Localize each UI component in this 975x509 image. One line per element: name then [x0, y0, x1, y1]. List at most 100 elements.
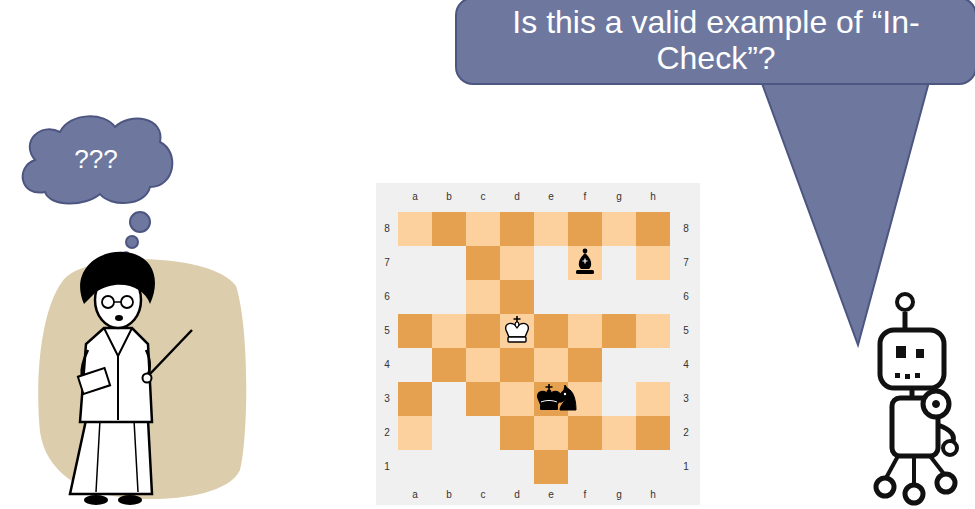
- board-coordinate: 2: [683, 428, 689, 438]
- robot-mouth: [915, 373, 920, 378]
- robot-antenna-ball: [897, 294, 913, 310]
- light-square: [534, 212, 568, 246]
- light-square: [466, 280, 500, 314]
- dark-square: [398, 314, 432, 348]
- robot-leg: [886, 456, 898, 478]
- knight-eye: [564, 393, 566, 395]
- board-coordinate: 1: [384, 462, 390, 472]
- skirt-fold: [96, 420, 138, 492]
- board-coordinate: 8: [384, 224, 390, 234]
- teacher-hair: [80, 252, 155, 304]
- board-coordinate: 7: [384, 258, 390, 268]
- robot-hand: [943, 441, 957, 455]
- board-coordinate: 4: [384, 360, 390, 370]
- king-head: [547, 390, 551, 396]
- board-coordinate: c: [481, 490, 486, 500]
- white-king: [506, 316, 529, 342]
- dark-square: [568, 348, 602, 382]
- dark-square: [500, 280, 534, 314]
- board-background: [376, 183, 700, 505]
- king-head: [515, 322, 519, 328]
- board-coordinate: f: [584, 192, 587, 202]
- bishop-base: [576, 270, 594, 274]
- board-coordinate: e: [548, 192, 554, 202]
- light-square: [466, 212, 500, 246]
- dark-square: [466, 246, 500, 280]
- light-square: [534, 416, 568, 450]
- board-coordinate: 3: [683, 394, 689, 404]
- dark-square: [466, 314, 500, 348]
- teacher-shoe: [118, 495, 142, 505]
- dark-square: [602, 314, 636, 348]
- teacher-glasses: [102, 296, 114, 308]
- black-bishop: [576, 249, 594, 274]
- light-square: [432, 314, 466, 348]
- robot-head: [880, 330, 944, 388]
- chess-board: [376, 183, 700, 505]
- dark-square: [432, 212, 466, 246]
- robot-antenna: [903, 312, 908, 330]
- jacket-collar: [104, 328, 132, 420]
- thought-cloud: ???: [15, 112, 177, 208]
- dark-square: [636, 416, 670, 450]
- board-coordinate: 1: [683, 462, 689, 472]
- board-coordinate: c: [481, 192, 486, 202]
- light-square: [568, 246, 602, 280]
- robot-face: [895, 346, 924, 379]
- board-coordinate: g: [616, 490, 622, 500]
- board-coordinate: d: [514, 490, 520, 500]
- cloud-shape: [23, 116, 173, 203]
- dark-square: [500, 416, 534, 450]
- black-king: [538, 384, 561, 410]
- light-square: [602, 212, 636, 246]
- robot-eye: [916, 349, 924, 358]
- board-coordinate: 4: [683, 360, 689, 370]
- board-coordinate: 5: [384, 326, 390, 336]
- robot-mouth: [895, 373, 900, 378]
- dark-square: [568, 212, 602, 246]
- dark-square: [534, 450, 568, 484]
- thought-text: ???: [74, 145, 117, 174]
- board-coordinate: h: [650, 192, 656, 202]
- bishop-mitre: [579, 253, 591, 269]
- teacher-glasses: [114, 301, 121, 303]
- board-coordinate: h: [650, 490, 656, 500]
- board-coordinate: d: [514, 192, 520, 202]
- light-square: [500, 246, 534, 280]
- light-square: [398, 212, 432, 246]
- board-coordinate: g: [616, 192, 622, 202]
- board-coordinate: a: [412, 490, 418, 500]
- board-coordinate: f: [584, 490, 587, 500]
- teacher-backdrop: [38, 259, 246, 499]
- robot-gear-hub: [933, 401, 940, 408]
- robot-wheel: [876, 478, 894, 496]
- speech-tail: [760, 78, 930, 345]
- teacher-mouth: [115, 315, 123, 321]
- light-square: [636, 382, 670, 416]
- dark-square: [500, 348, 534, 382]
- dark-square: [636, 212, 670, 246]
- thought-dot: [130, 212, 150, 232]
- light-square: [500, 314, 534, 348]
- robot-leg: [912, 456, 916, 484]
- light-square: [636, 314, 670, 348]
- dark-square: [500, 212, 534, 246]
- robot-figure: [876, 294, 957, 503]
- board-coordinate: 5: [683, 326, 689, 336]
- dark-square: [534, 314, 568, 348]
- teacher-figure: [38, 252, 246, 505]
- board-coordinate: 6: [384, 292, 390, 302]
- board-coordinate: 6: [683, 292, 689, 302]
- robot-wheel: [905, 485, 923, 503]
- light-square: [398, 416, 432, 450]
- light-square: [500, 382, 534, 416]
- light-square: [602, 416, 636, 450]
- board-coordinate: 3: [384, 394, 390, 404]
- robot-eye: [896, 346, 906, 358]
- knight-body: [558, 385, 576, 410]
- board-coordinate: 8: [683, 224, 689, 234]
- light-square: [636, 246, 670, 280]
- bishop-ball: [583, 249, 588, 254]
- king-base: [540, 405, 558, 410]
